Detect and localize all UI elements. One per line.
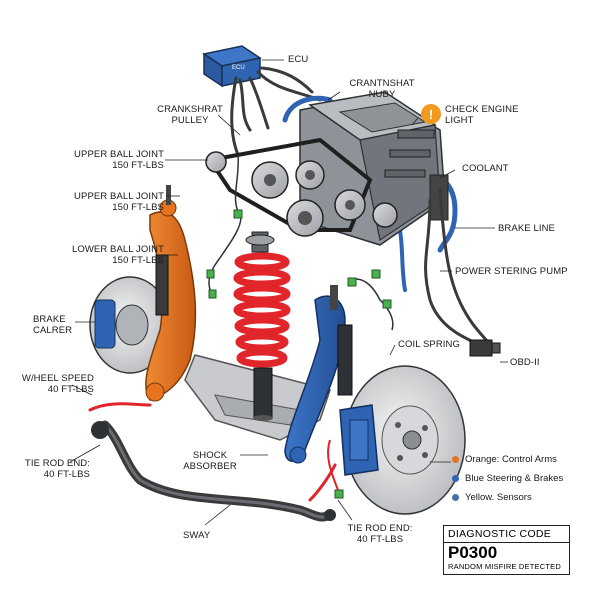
leader-lines — [69, 59, 508, 526]
legend-item-blue: Blue Steering & Brakes — [452, 469, 563, 488]
tie-rods — [88, 402, 337, 502]
label-crankshaft-pulley: CRANKSHRAT PULLEY — [157, 104, 223, 126]
legend-label-blue: Blue Steering & Brakes — [465, 473, 564, 484]
label-upper-ball-joint-1: UPPER BALL JOINT 150 FT-LBS — [74, 149, 164, 171]
warning-icon: ! — [421, 104, 441, 124]
label-shock-absorber: SHOCK ABSORBER — [183, 450, 237, 472]
obd-connector — [469, 339, 501, 357]
label-crankshaft-nuby: CRANTNSHAT NUBY — [349, 78, 415, 100]
sway-bar-ends — [91, 421, 336, 521]
label-sway: SWAY — [183, 530, 211, 541]
blue-steering-arm — [284, 285, 353, 464]
label-lower-ball-joint: LOWER BALL JOINT 150 FT-LBS — [71, 244, 164, 266]
legend-dot-yellow — [452, 494, 459, 501]
coil-spring-assembly — [233, 231, 291, 421]
legend-item-orange: Orange: Control Arms — [452, 450, 563, 469]
label-tie-rod-end-right: TIE ROD END: 40 FT-LBS — [347, 523, 413, 545]
label-brake-line: BRAKE LINE — [498, 223, 555, 234]
diagnostic-header: DIAGNOSTIC CODE — [444, 526, 569, 543]
label-ecu: ECU — [288, 54, 309, 65]
svg-text:!: ! — [429, 107, 433, 122]
sway-bar — [100, 420, 335, 522]
legend-dot-blue — [452, 475, 459, 482]
label-coil-spring: COIL SPRING — [398, 339, 460, 350]
legend-item-yellow: Yellow. Sensors — [452, 488, 563, 507]
pulley-system — [205, 137, 398, 237]
diagnostic-code-box: DIAGNOSTIC CODE P0300 RANDOM MISFIRE DET… — [443, 525, 570, 575]
left-shock — [155, 254, 169, 316]
sensors — [206, 154, 394, 499]
label-brake-caliper: BRAKE CALRER — [33, 314, 73, 336]
diagnostic-code: P0300 — [448, 543, 498, 562]
legend-dot-orange — [452, 456, 459, 463]
label-check-engine: CHECK ENGINE LIGHT — [445, 104, 519, 126]
legend-label-orange: Orange: Control Arms — [465, 454, 557, 465]
label-tie-rod-end-left: TIE ROD END: 40 FT-LBS — [24, 458, 90, 480]
ecu-box-text: ECU — [232, 65, 245, 71]
label-power-steering-pump: POWER STERING PUMP — [455, 266, 568, 277]
legend: Orange: Control Arms Blue Steering & Bra… — [452, 450, 563, 507]
diagnostic-description: RANDOM MISFIRE DETECTED — [448, 562, 561, 571]
label-coolant: COOLANT — [462, 163, 509, 174]
left-brake-rotor — [89, 276, 171, 374]
right-brake-rotor — [339, 365, 466, 515]
label-obd: OBD-II — [510, 357, 540, 368]
legend-label-yellow: Yellow. Sensors — [465, 492, 532, 503]
label-wheel-speed: W/HEEL SPEED 40 FT-LBS — [21, 373, 94, 395]
label-upper-ball-joint-2: UPPER BALL JOINT 150 FT-LBS — [74, 191, 164, 213]
